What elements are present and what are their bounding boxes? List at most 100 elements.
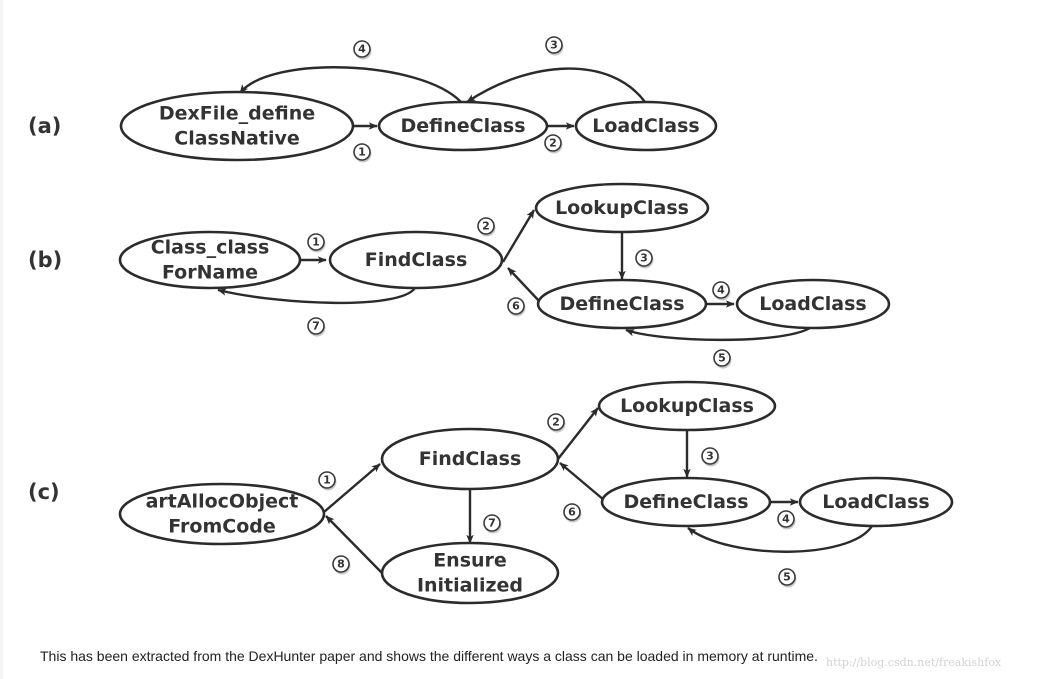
step-badge: 8 (332, 555, 351, 575)
step-badge-circle (477, 217, 495, 235)
node-a-define: DefineClass (377, 100, 549, 152)
step-number: 5 (718, 352, 726, 365)
node-c-load: LoadClass (798, 476, 954, 528)
node-b-lookup: LookupClass (534, 182, 710, 234)
edge-c-ensure-to-c-alloc (325, 515, 383, 574)
edge-c-load-to-c-define (687, 525, 874, 553)
node-label: Initialized (417, 575, 523, 597)
step-badge: 2 (547, 413, 566, 433)
step-badge: 2 (477, 217, 496, 237)
step-number: 1 (312, 236, 320, 249)
node-b-define: DefineClass (536, 278, 708, 330)
step-number: 7 (312, 320, 320, 333)
step-number: 3 (640, 252, 648, 265)
node-ellipse (380, 427, 560, 491)
node-ellipse (118, 482, 326, 546)
node-label: Class_class (151, 237, 270, 259)
edge-c-find-to-c-lookup (557, 407, 599, 460)
edge-b-find-to-b-lookup (501, 209, 536, 263)
panel-label-b: (b) (28, 248, 62, 272)
step-badge: 1 (353, 143, 372, 163)
step-badge-circle (545, 36, 563, 54)
step-number: 4 (717, 284, 725, 297)
step-badge: 3 (545, 36, 564, 56)
step-badge: 6 (563, 503, 582, 523)
node-ellipse (798, 476, 954, 528)
step-number: 5 (783, 571, 791, 584)
step-badge: 2 (544, 134, 563, 154)
panel-label-a: (a) (28, 114, 61, 138)
node-label: DefineClass (559, 293, 684, 315)
node-label: FromCode (168, 516, 275, 538)
node-ellipse (118, 230, 302, 290)
node-ellipse (380, 541, 560, 605)
step-badge: 4 (712, 281, 731, 301)
edge-c-define-to-c-find (559, 462, 605, 501)
node-label: ForName (162, 262, 258, 284)
edge-a-load-to-a-define (466, 67, 646, 103)
node-label: LoadClass (592, 115, 699, 137)
step-number: 1 (323, 474, 331, 487)
node-label: Ensure (433, 550, 507, 572)
step-number: 6 (512, 300, 520, 313)
node-label: artAllocObject (146, 491, 299, 513)
step-badge: 4 (353, 40, 372, 60)
step-badge-circle (353, 143, 371, 161)
step-number: 3 (706, 450, 714, 463)
step-number: 2 (552, 416, 560, 429)
step-badge-circle (635, 249, 653, 267)
step-badge-circle (483, 514, 501, 532)
node-a-load: LoadClass (574, 100, 718, 152)
step-badge-circle (307, 233, 325, 251)
step-badge: 7 (483, 514, 502, 534)
edge-b-define-to-b-find (507, 267, 541, 303)
node-ellipse (119, 90, 355, 162)
step-badge-circle (712, 281, 730, 299)
step-badge-circle (701, 447, 719, 465)
step-badge-circle (353, 40, 371, 58)
step-badge-circle (332, 555, 350, 573)
step-number: 8 (337, 558, 345, 571)
node-c-find: FindClass (380, 427, 560, 491)
step-number: 7 (488, 517, 496, 530)
step-badge-circle (563, 503, 581, 521)
node-ellipse (536, 278, 708, 330)
figure-caption: This has been extracted from the DexHunt… (40, 648, 818, 664)
node-b-load: LoadClass (735, 278, 891, 330)
step-badge-circle (544, 134, 562, 152)
step-badge: 4 (777, 510, 796, 530)
step-badge: 1 (307, 233, 326, 253)
edge-a-define-to-a-dexfile (239, 66, 462, 103)
step-badge: 3 (635, 249, 654, 269)
step-number: 4 (782, 513, 790, 526)
node-label: DefineClass (623, 491, 748, 513)
node-label: FindClass (365, 249, 468, 271)
edge-c-alloc-to-c-find (323, 463, 381, 513)
step-badge-circle (777, 510, 795, 528)
node-label: LoadClass (759, 293, 866, 315)
edge-b-load-to-b-define (625, 326, 811, 342)
node-ellipse (574, 100, 718, 152)
watermark: http://blog.csdn.net/freakishfox (826, 656, 1002, 669)
node-ellipse (534, 182, 710, 234)
step-badge: 5 (713, 349, 732, 369)
step-badge: 1 (318, 471, 337, 491)
step-badge: 5 (778, 568, 797, 588)
step-number: 2 (482, 220, 490, 233)
node-ellipse (600, 476, 772, 528)
node-label: ClassNative (174, 128, 300, 150)
step-badge-circle (318, 471, 336, 489)
node-c-define: DefineClass (600, 476, 772, 528)
step-badge-circle (307, 317, 325, 335)
node-label: LookupClass (555, 197, 689, 219)
panel-label-c: (c) (28, 480, 60, 504)
step-badge-circle (713, 349, 731, 367)
node-label: DefineClass (400, 115, 525, 137)
